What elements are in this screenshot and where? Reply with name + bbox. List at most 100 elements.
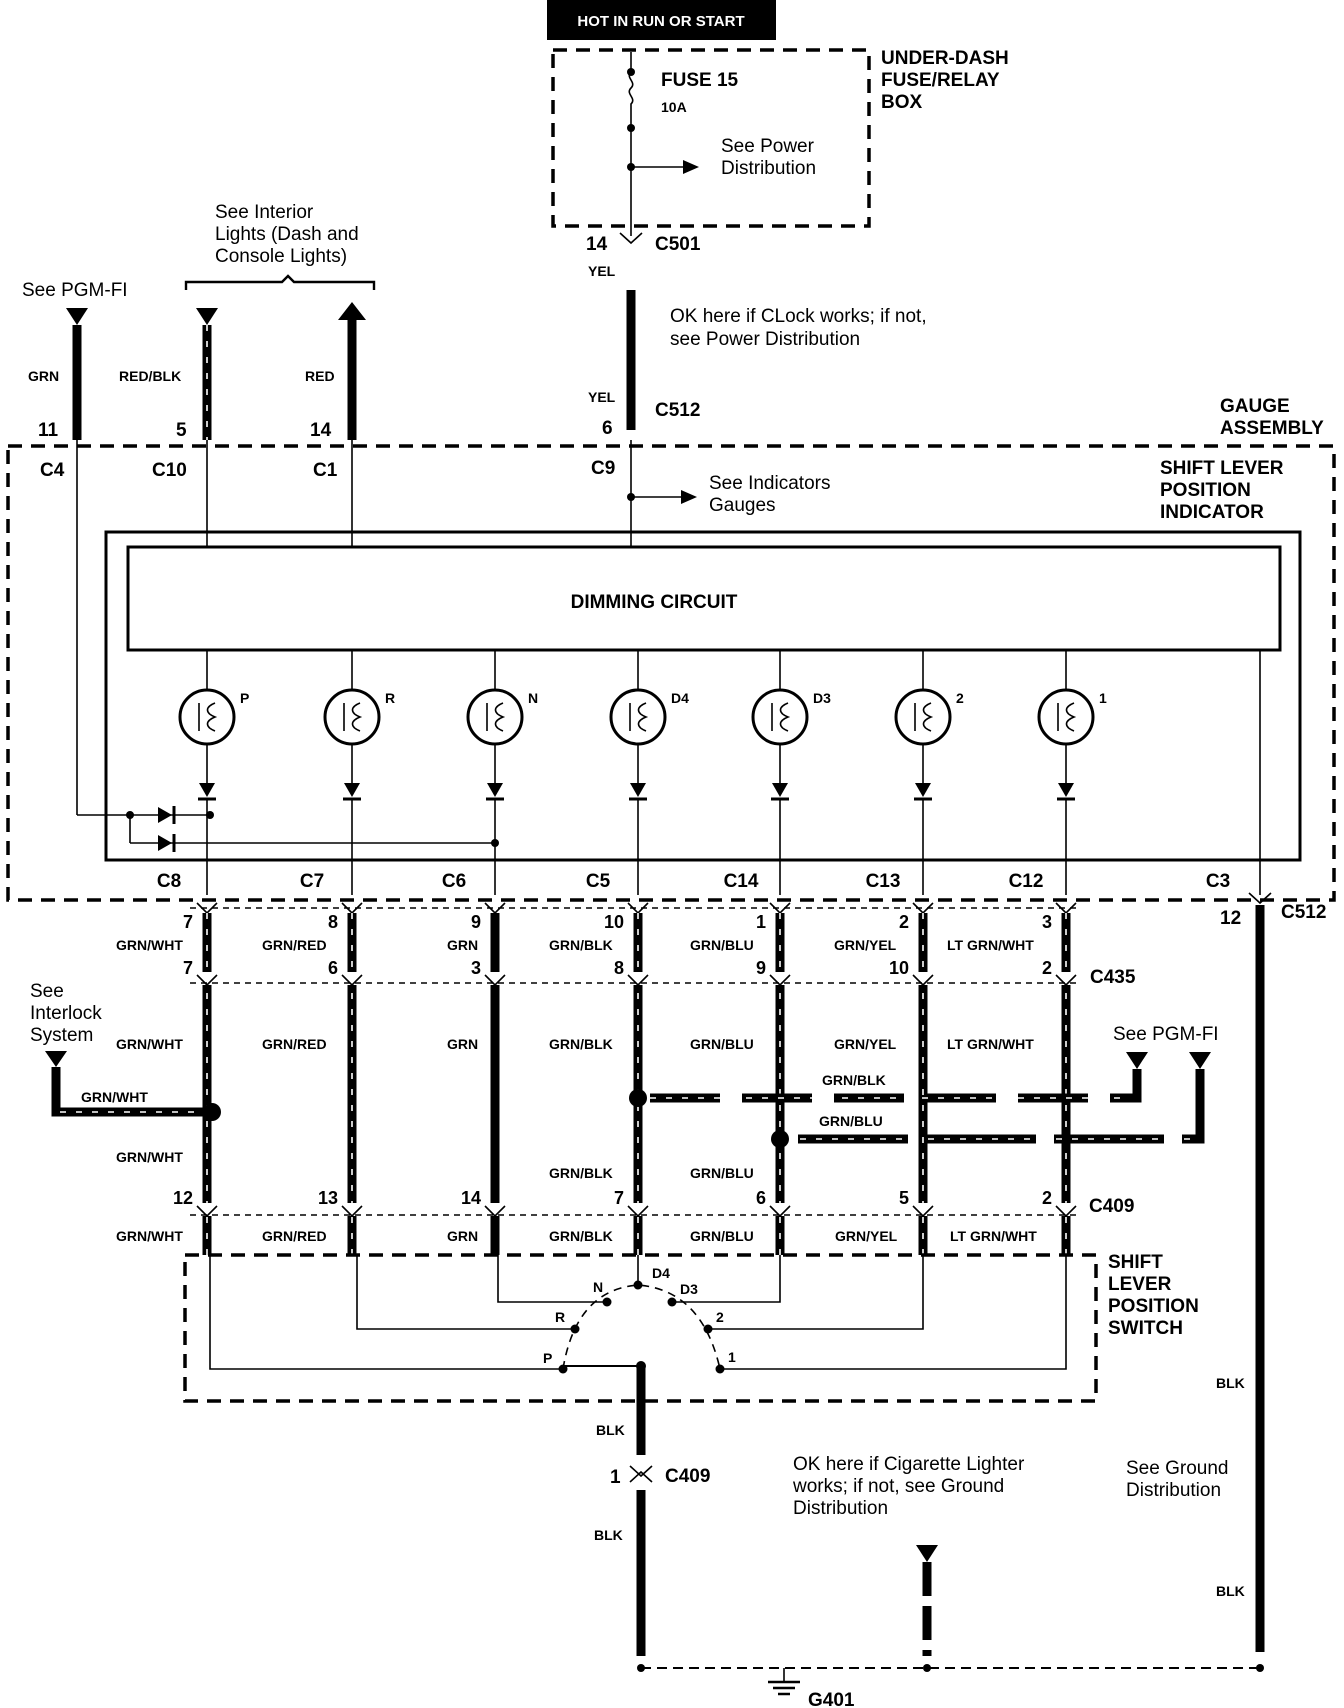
bulb-icon [1037, 688, 1095, 746]
gauge-title-2: ASSEMBLY [1220, 418, 1324, 439]
c512-top-pin: 6 [602, 418, 613, 439]
column-color-bottom: GRN/BLK [549, 1228, 613, 1244]
switch-contact [703, 1324, 713, 1334]
interlock-wire-label: GRN/WHT [81, 1089, 148, 1105]
column-c435-pin: 3 [471, 958, 481, 978]
gauge-conn-c5: C5 [586, 871, 611, 892]
sw-wire-n [497, 1255, 605, 1303]
grn-blu-lower-label: GRN/BLU [690, 1165, 754, 1181]
sw-wire-p [209, 1255, 560, 1370]
column-color-top: GRN/WHT [116, 937, 183, 953]
ground-node-1 [637, 1664, 645, 1672]
switch-label-1: SHIFT [1108, 1252, 1163, 1273]
grn-blk-lower-label: GRN/BLK [549, 1165, 613, 1181]
c512-right-pin: 12 [1220, 908, 1241, 929]
blk-label-b: BLK [594, 1527, 623, 1543]
gauge-conn-c14: C14 [724, 871, 759, 892]
column-c435-pin: 9 [756, 958, 766, 978]
bulb-5: 2 [894, 650, 964, 895]
bulb-filament [198, 702, 218, 732]
gauge-conn-c8: C8 [157, 871, 181, 892]
column-color-bottom: GRN/BLU [690, 1228, 754, 1244]
bulb-1: R [323, 650, 395, 895]
column-c435-pin: 6 [328, 958, 338, 978]
column-c409-pin: 14 [461, 1188, 481, 1208]
bulb-filament [1057, 702, 1077, 732]
gauge-conn-c6: C6 [442, 871, 466, 892]
column-color-mid: GRN/BLU [690, 1036, 754, 1052]
ground-section: BLK 1 C409 BLK OK here if Cigarette Ligh… [594, 1366, 1264, 1708]
gauge-title-1: GAUGE [1220, 396, 1290, 417]
grn-wht-lower-label: GRN/WHT [116, 1149, 183, 1165]
c501-connector-icon [619, 232, 643, 245]
c409-ground-name: C409 [665, 1466, 710, 1487]
bulb-diode-icon [630, 783, 646, 797]
interlock-splice [203, 1103, 221, 1121]
diode-net-node-2 [206, 811, 214, 819]
switch-contact [715, 1364, 725, 1374]
power-dist-arrow-icon [683, 160, 699, 174]
column-c435-pin: 7 [183, 958, 193, 978]
c409-ground-connector-icon [629, 1465, 653, 1483]
column-color-top: GRN/RED [262, 937, 327, 953]
bulb-filament [343, 702, 363, 732]
grn-blu-branch-label: GRN/BLU [819, 1113, 883, 1129]
fuse-relay-box-outline [551, 48, 871, 228]
dimming-circuit-box [126, 545, 1282, 652]
bulb-filament [771, 702, 791, 732]
switch-arc [562, 1284, 721, 1370]
see-ground-2: Distribution [1126, 1480, 1221, 1501]
pgm-right-terminal-1-icon [1126, 1052, 1148, 1069]
see-interior-2: Lights (Dash and [215, 224, 359, 245]
bulb-icon [178, 688, 236, 746]
bulb-label: N [528, 690, 538, 706]
column-color-top: GRN [447, 937, 478, 953]
fuse-box-label-3: BOX [881, 92, 923, 113]
pgm-right-terminal-2-icon [1189, 1052, 1211, 1069]
column-pin-top: 3 [1042, 912, 1052, 932]
middle-section: See Interlock System GRN/WHT GRN/WHT See… [30, 981, 1219, 1181]
bulb-3: D4 [609, 650, 689, 895]
column-color-top: GRN/YEL [834, 937, 897, 953]
bulb-filament [629, 702, 649, 732]
switch-contact [602, 1297, 612, 1307]
blk-label-a: BLK [596, 1422, 625, 1438]
c435-name: C435 [1090, 967, 1136, 988]
red-arrow-up-icon [338, 302, 366, 320]
column-pin-top: 2 [899, 912, 909, 932]
gauge-subtitle-2: POSITION [1160, 480, 1251, 501]
column-pin-top: 1 [756, 912, 766, 932]
see-interlock-3: System [30, 1025, 93, 1046]
column-color-top: LT GRN/WHT [947, 937, 1034, 953]
column-pin-top: 7 [183, 912, 193, 932]
see-ground-1: See Ground [1126, 1458, 1228, 1479]
column-color-top: GRN/BLU [690, 937, 754, 953]
red-blk-label: RED/BLK [119, 368, 181, 384]
column-pin-top: 9 [471, 912, 481, 932]
bulb-icon [751, 688, 809, 746]
column-color-bottom: GRN/RED [262, 1228, 327, 1244]
grn-blk-branch-label: GRN/BLK [822, 1072, 886, 1088]
indicator-panel [104, 530, 1302, 862]
grn-blu-splice [771, 1130, 789, 1148]
fuse-icon [628, 71, 634, 128]
c1-pin: 14 [310, 420, 332, 441]
column-c409-pin: 6 [756, 1188, 766, 1208]
gauge-assembly-outline [6, 444, 1336, 902]
bulb-icon [609, 688, 667, 746]
interior-brace [184, 274, 376, 290]
see-interlock-2: Interlock [30, 1003, 102, 1024]
ground-node-2 [923, 1664, 931, 1672]
switch-contact [633, 1280, 643, 1290]
column-c409-pin: 13 [318, 1188, 338, 1208]
red-label: RED [305, 368, 335, 384]
switch-label-2: LEVER [1108, 1274, 1172, 1295]
